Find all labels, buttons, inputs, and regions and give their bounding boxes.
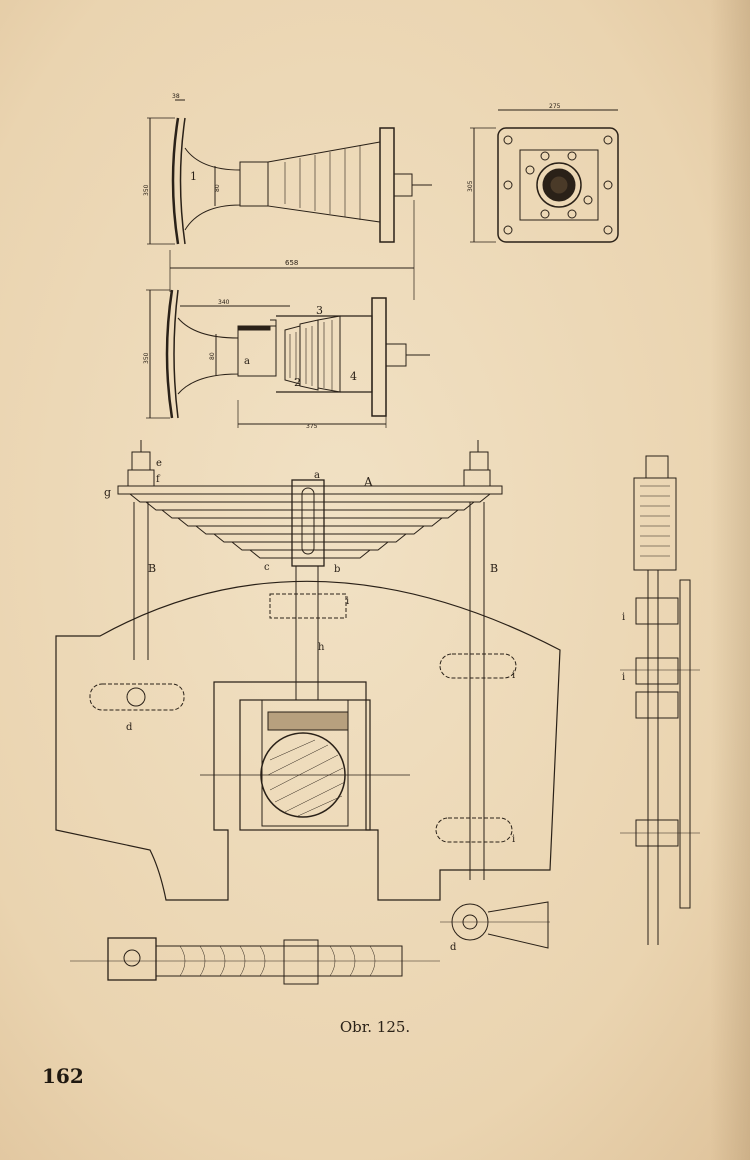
letter-c: c	[264, 562, 270, 573]
part-label-1: 1	[190, 170, 197, 183]
dim-top-width: 275	[549, 103, 561, 110]
dim-top-height: 350	[143, 184, 150, 196]
plan-view-bottom	[70, 937, 440, 985]
dim-mid-bottom: 375	[306, 423, 318, 430]
dim-mid-depth: 340	[218, 299, 230, 306]
part-label-2: 2	[294, 376, 301, 389]
letter-g: g	[104, 486, 111, 499]
letter-B-left: B	[148, 562, 156, 575]
letter-B-right: B	[490, 562, 498, 575]
letter-A: A	[363, 475, 373, 489]
letter-d-left: d	[126, 722, 133, 733]
letter-e: e	[156, 458, 162, 469]
part-label-3: 3	[316, 304, 323, 317]
buffer-elevation-top	[147, 99, 432, 245]
buffer-section-middle	[146, 289, 430, 428]
page-number: 162	[42, 1064, 84, 1088]
dim-top-bore: 80	[214, 184, 221, 192]
page-edge-shadow	[710, 0, 750, 1160]
letter-i-side-1: i	[622, 612, 625, 623]
letter-i-right-upper: i	[512, 670, 515, 681]
dim-overall-length: 658	[285, 259, 298, 267]
letter-a-mid: a	[244, 356, 250, 367]
figure-caption: Obr. 125.	[339, 1018, 411, 1036]
letter-a-spring: a	[314, 470, 320, 481]
letter-h: h	[318, 642, 325, 653]
dim-top-side: 305	[467, 180, 474, 192]
side-view-right	[620, 455, 700, 945]
letter-i-right-lower: i	[512, 834, 515, 845]
letter-i-center: i	[346, 596, 349, 607]
dim-top-flange: 38	[172, 93, 180, 100]
part-label-4: 4	[350, 370, 357, 383]
end-plate-view	[470, 109, 619, 243]
dim-mid-height: 350	[143, 352, 150, 364]
letter-f: f	[156, 474, 161, 485]
letter-b: b	[334, 564, 340, 575]
dim-mid-bore: 80	[209, 352, 216, 360]
letter-i-side-2: i	[622, 672, 625, 683]
letter-d-right: d	[450, 942, 457, 953]
leaf-spring-assembly	[55, 440, 561, 949]
